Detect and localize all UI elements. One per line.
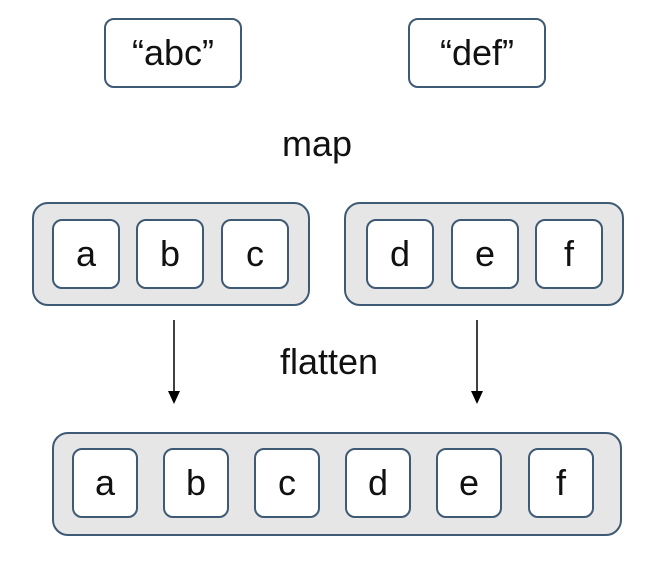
char-box: f	[535, 219, 603, 289]
char-text: c	[246, 233, 264, 274]
flattened-group	[52, 432, 622, 536]
char-box: d	[366, 219, 434, 289]
char-text: f	[555, 462, 566, 503]
char-box: c	[221, 219, 289, 289]
char-box: e	[436, 448, 502, 518]
input-string-text: “abc”	[131, 32, 215, 73]
input-string-abc: “abc”	[104, 18, 242, 88]
char-text: b	[185, 462, 207, 503]
input-string-text: “def”	[439, 32, 515, 73]
input-string-def: “def”	[408, 18, 546, 88]
char-box: b	[136, 219, 204, 289]
char-text: a	[75, 233, 97, 274]
char-text: e	[458, 462, 480, 503]
char-box: b	[163, 448, 229, 518]
char-text: a	[94, 462, 116, 503]
flatten-label: flatten	[280, 341, 379, 382]
char-text: d	[389, 233, 411, 274]
arrow-right-head	[471, 391, 483, 404]
char-box: a	[52, 219, 120, 289]
char-box: a	[72, 448, 138, 518]
char-box: e	[451, 219, 519, 289]
char-text: c	[278, 462, 296, 503]
char-box: c	[254, 448, 320, 518]
arrow-left-head	[168, 391, 180, 404]
char-text: e	[474, 233, 496, 274]
char-box: d	[345, 448, 411, 518]
char-text: f	[563, 233, 574, 274]
char-box: f	[528, 448, 594, 518]
map-label: map	[282, 123, 353, 164]
char-text: d	[367, 462, 389, 503]
char-text: b	[159, 233, 181, 274]
